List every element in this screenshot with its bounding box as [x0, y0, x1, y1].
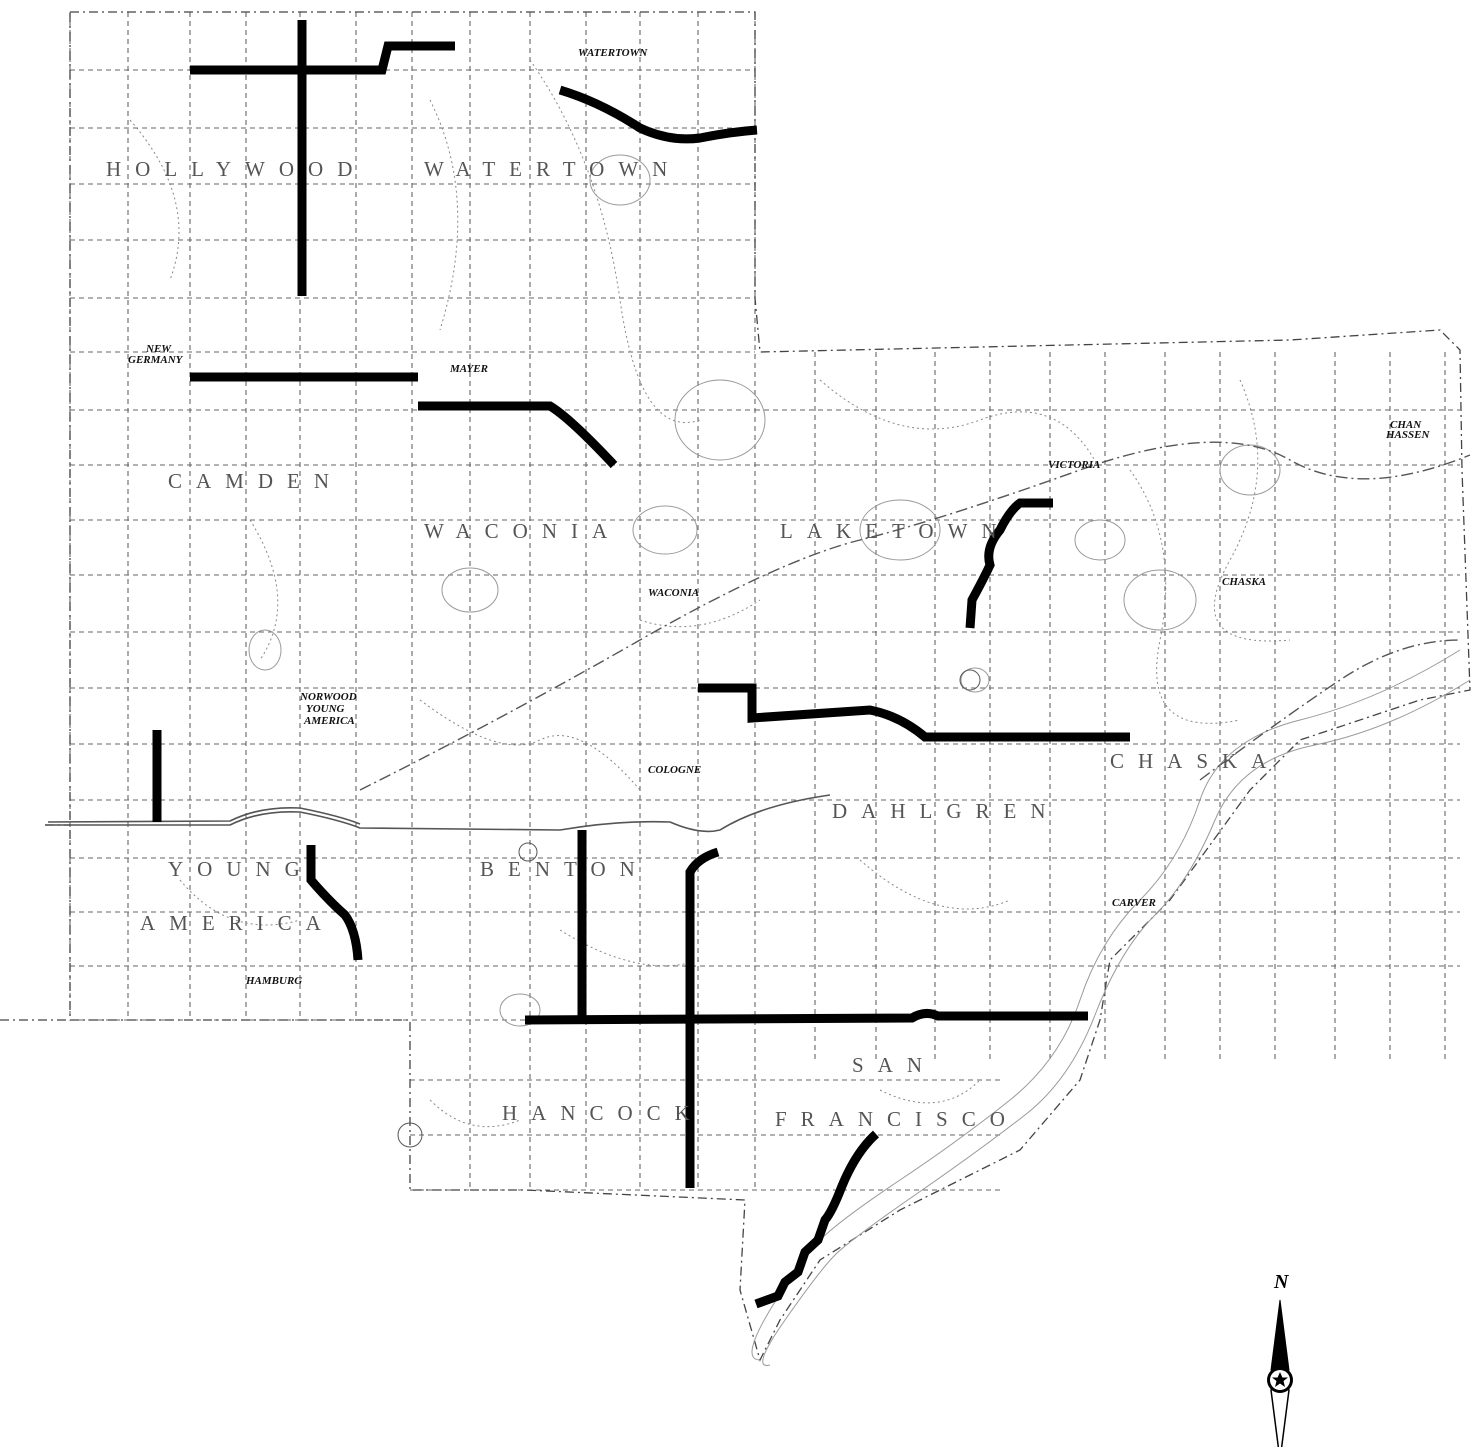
- township-label-hancock: HANCOCK: [502, 1101, 704, 1125]
- north-arrow-letter: N: [1273, 1271, 1290, 1293]
- lakes: [248, 154, 1281, 1027]
- route-segment: [524, 1008, 1088, 1025]
- township-label-francisco: FRANCISCO: [775, 1107, 1019, 1131]
- survey-markers: [397, 669, 981, 1148]
- route-segment: [754, 1130, 880, 1309]
- highlighted-routes: [152, 20, 1130, 1309]
- township-label-hollywood: HOLLYWOOD: [106, 157, 366, 181]
- township-label-dahlgren: DAHLGREN: [832, 799, 1060, 823]
- route-segment: [685, 847, 720, 1188]
- township-label-san: SAN: [852, 1053, 936, 1077]
- route-segment: [965, 498, 1053, 629]
- township-label-watertown: WATERTOWN: [424, 157, 681, 181]
- township-label-waconia: WACONIA: [424, 519, 621, 543]
- city-label-waconia: WACONIA: [648, 587, 699, 599]
- city-label-victoria: VICTORIA: [1048, 459, 1100, 471]
- township-label-laketown: LAKETOWN: [780, 519, 1011, 543]
- city-label-chaska: CHASKA: [1222, 576, 1266, 588]
- city-label-chanhassen: CHAN HASSEN: [1385, 419, 1430, 441]
- city-label-new-germany: NEW GERMANY: [128, 343, 184, 366]
- route-segment: [698, 683, 1130, 742]
- city-label-carver: CARVER: [1112, 897, 1156, 909]
- township-label-chaska: CHASKA: [1110, 749, 1280, 773]
- route-segment: [306, 845, 363, 961]
- north-arrow: N: [1267, 1271, 1293, 1447]
- township-label-young: YOUNG: [168, 857, 314, 881]
- route-segment: [190, 41, 455, 75]
- city-label-norwood-young-america: NORWOOD YOUNG AMERICA: [299, 691, 359, 727]
- township-label-benton: BENTON: [480, 857, 649, 881]
- township-label-camden: CAMDEN: [168, 469, 343, 493]
- route-segment: [558, 85, 758, 144]
- route-segment: [418, 401, 618, 469]
- highway-212: [45, 794, 831, 833]
- city-label-mayer: MAYER: [449, 363, 488, 375]
- railroads: [359, 441, 1471, 791]
- township-label-america: AMERICA: [140, 911, 335, 935]
- city-label-cologne: COLOGNE: [648, 764, 701, 776]
- city-label-watertown: WATERTOWN: [578, 47, 648, 59]
- section-grid: [69, 12, 1460, 1191]
- city-labels: WATERTOWN NEW GERMANY MAYER VICTORIA CHA…: [128, 47, 1430, 987]
- township-labels: HOLLYWOOD WATERTOWN CAMDEN WACONIA LAKET…: [106, 157, 1280, 1131]
- city-label-hamburg: HAMBURG: [245, 975, 302, 987]
